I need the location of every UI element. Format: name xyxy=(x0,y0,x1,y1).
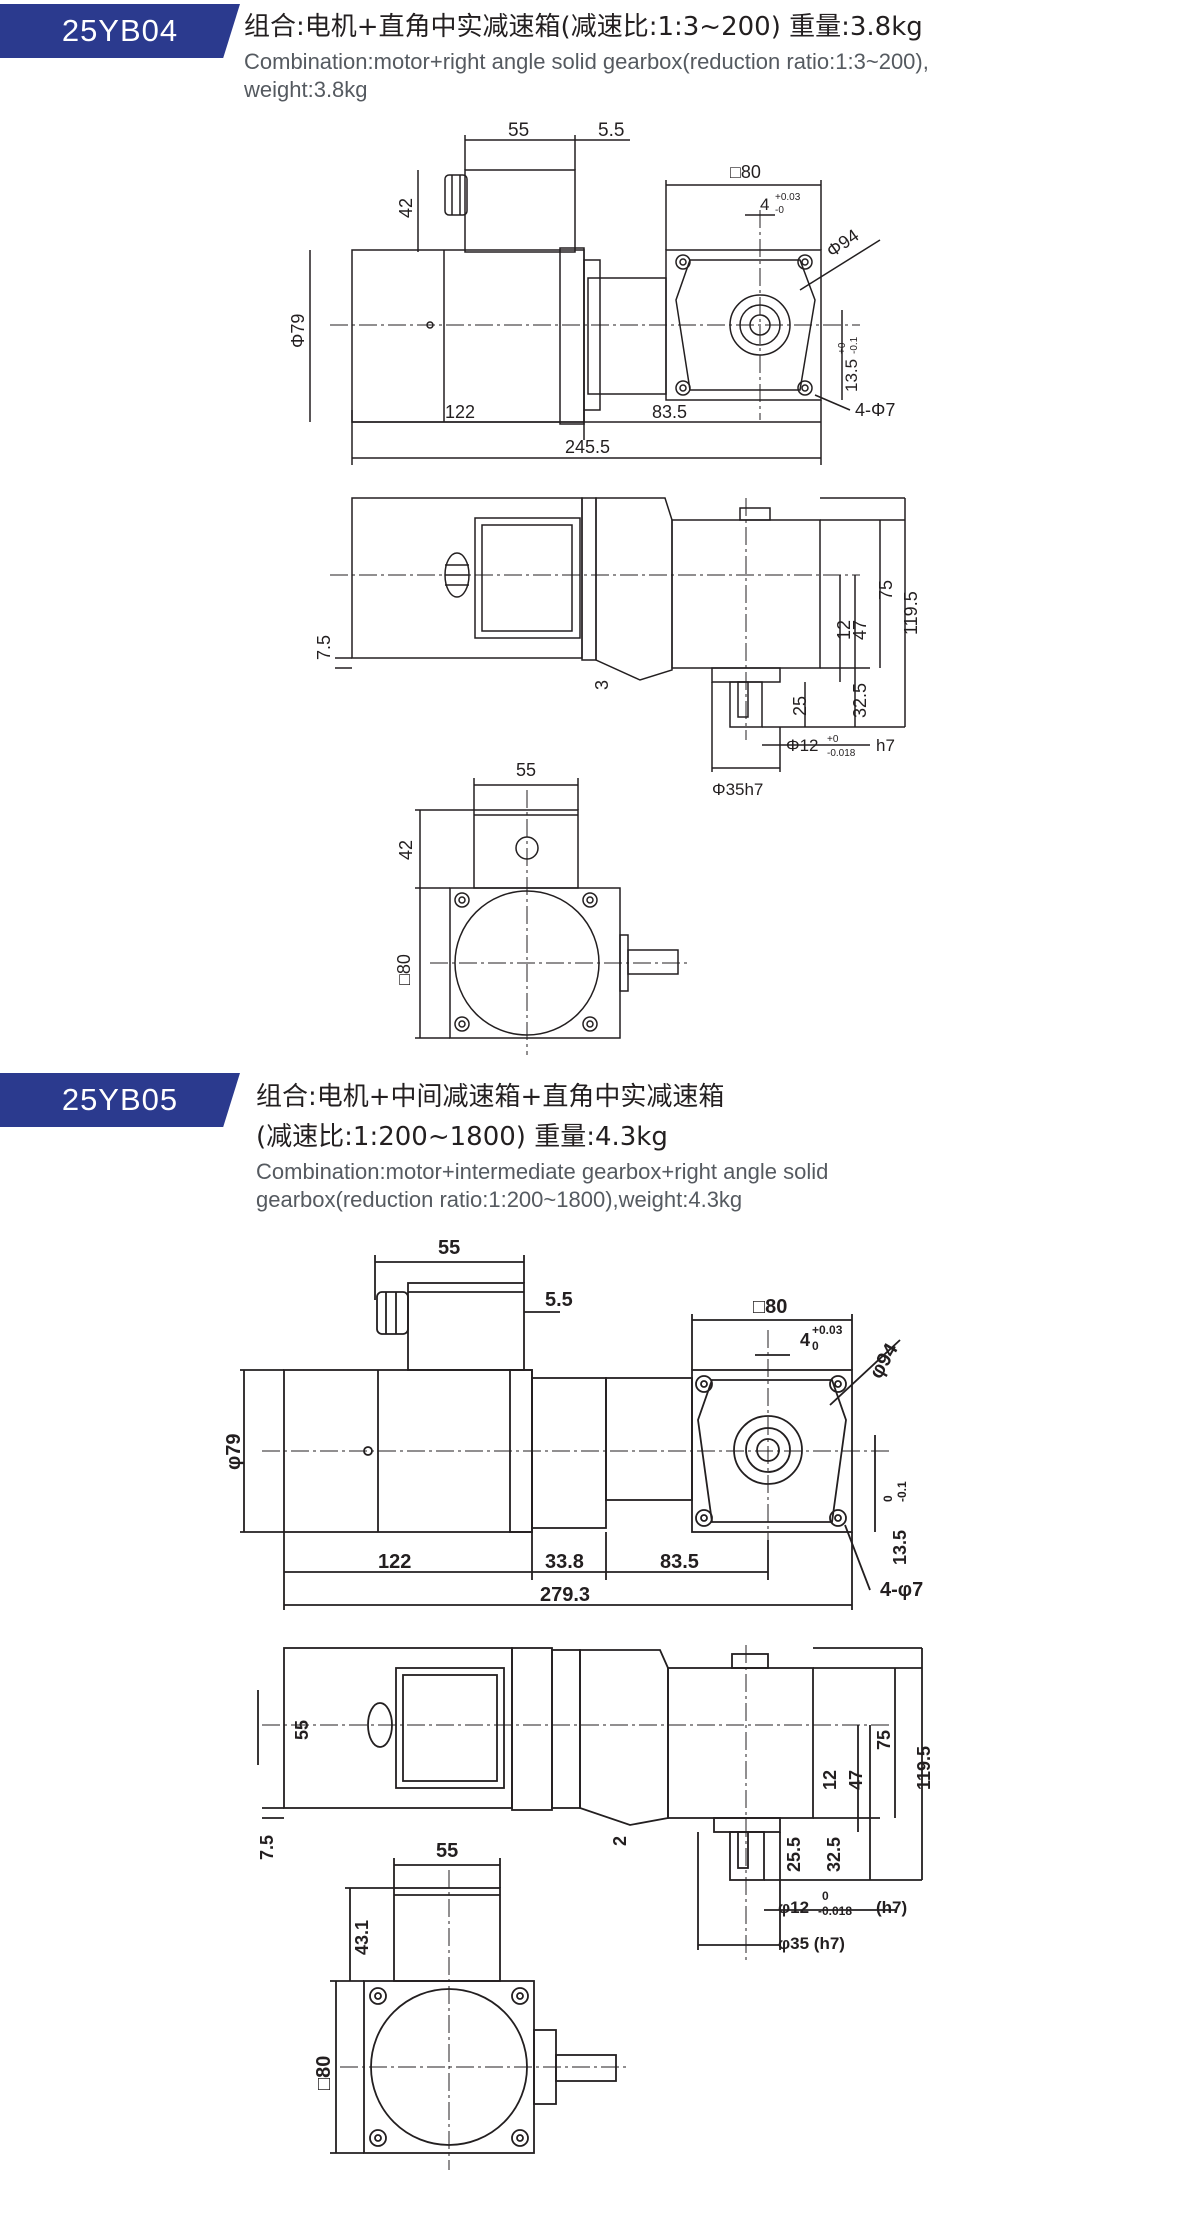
s2-dim-h7: (h7) xyxy=(876,1898,907,1917)
s1-dim-shaft-tol-up: +0 xyxy=(827,734,839,745)
s1-dim-25: 25 xyxy=(790,696,810,716)
s1-dim-119.5: 119.5 xyxy=(901,591,921,635)
s1-dim-key4: 4 xyxy=(760,195,769,214)
s2-dim-d94: φ94 xyxy=(865,1339,903,1382)
s1-dim-13.5: 13.5 xyxy=(842,359,861,392)
s1-dim-holes: 4-Φ7 xyxy=(855,400,895,420)
s1-top-motor xyxy=(351,497,583,659)
s1-dim-47: 47 xyxy=(850,620,870,640)
title-en-25yb04-line1: Combination:motor+right angle solid gear… xyxy=(244,49,929,74)
s2-dim-sq80: □80 xyxy=(753,1296,787,1318)
s2-dim-47: 47 xyxy=(846,1770,866,1790)
s2-dim-122: 122 xyxy=(378,1551,411,1573)
s1-dim-d35: Φ35h7 xyxy=(712,780,763,799)
s2-dim-shaft: φ12 xyxy=(778,1898,809,1917)
s2-top-shaft xyxy=(729,1831,765,1881)
s2-dim-v55: 55 xyxy=(292,1720,312,1740)
s1-dim-h7: h7 xyxy=(876,736,895,755)
title-en-25yb04-line2: weight:3.8kg xyxy=(244,77,368,102)
model-label: 25YB04 xyxy=(61,13,179,48)
s2-top-rightangle xyxy=(667,1667,814,1819)
s2-dim-279.3: 279.3 xyxy=(540,1584,590,1606)
s1-motor-body xyxy=(351,249,585,423)
s2-end-view xyxy=(330,1858,630,2170)
s2-dim-shaft-tol-up: 0 xyxy=(822,1889,829,1903)
s1-dim-245.5: 245.5 xyxy=(565,437,610,457)
title-en-25yb05-line2: gearbox(reduction ratio:1:200~1800),weig… xyxy=(256,1187,743,1212)
s2-dim-key4-tol-dn: 0 xyxy=(812,1339,819,1353)
s1-dim-d79: Φ79 xyxy=(288,314,308,348)
s2-dim-119.5: 119.5 xyxy=(914,1746,934,1790)
s2-dim-5.5: 5.5 xyxy=(545,1289,573,1311)
s2-top-terminal xyxy=(395,1667,505,1789)
s2-dim-d35: φ35 (h7) xyxy=(778,1934,845,1953)
s1-front-view xyxy=(309,135,881,465)
s2-dim-25.5: 25.5 xyxy=(784,1837,804,1872)
s1-dim-3: 3 xyxy=(592,680,612,690)
s1-dim-shaft: Φ12 xyxy=(786,736,818,755)
s1-dim-122: 122 xyxy=(445,402,475,422)
s2-dim-13.5-tol: 0 xyxy=(881,1495,895,1502)
s1-end-terminal xyxy=(473,809,579,889)
title-en-25yb05-line1: Combination:motor+intermediate gearbox+r… xyxy=(256,1159,829,1184)
s1-dim-83.5: 83.5 xyxy=(652,402,687,422)
model-badge-25yb05: 25YB05 xyxy=(0,1073,240,1127)
s2-top-motor xyxy=(283,1647,513,1809)
s1-top-view xyxy=(330,497,906,772)
s1-dim-key4-tol-up: +0.03 xyxy=(775,192,801,203)
s2-dim-shaft-tol-dn: -0.018 xyxy=(818,1904,852,1918)
s2-end-terminal xyxy=(393,1887,501,1982)
s2-dim-32.5: 32.5 xyxy=(824,1837,844,1872)
s2-dim-13.5-tol-dn: -0.1 xyxy=(895,1481,909,1502)
title-cn-25yb04: 组合:电机+直角中实减速箱(减速比:1:3~200) 重量:3.8kg xyxy=(244,12,923,42)
s1-top-terminal xyxy=(474,517,581,639)
s1-terminal-box xyxy=(464,169,576,253)
s2-dim-key4: 4 xyxy=(800,1330,810,1350)
s2-dim-key4-tol-up: +0.03 xyxy=(812,1323,843,1337)
model-badge-25yb04: 25YB04 xyxy=(0,4,240,58)
s1-dim-12: 12 xyxy=(834,620,854,640)
s1-cable-gland xyxy=(444,174,468,216)
s1-dim-42: 42 xyxy=(396,198,416,218)
s1-dim-d94: Φ94 xyxy=(823,225,863,261)
s1-dim-75: 75 xyxy=(876,580,896,600)
s1-dim-key4-tol-dn: -0 xyxy=(775,205,784,216)
s1-end-dim-55: 55 xyxy=(516,760,536,780)
title-cn-25yb05-line2: (减速比:1:200~1800) 重量:4.3kg xyxy=(256,1122,668,1152)
s2-end-dim-sq80: □80 xyxy=(313,2056,335,2090)
s1-dim-55: 55 xyxy=(508,120,529,141)
s2-dim-75: 75 xyxy=(874,1730,894,1750)
s1-dim-13.5-tol-up: +0 xyxy=(837,342,848,354)
s1-dim-shaft-tol-dn: -0.018 xyxy=(827,748,856,759)
s2-end-dim-55: 55 xyxy=(436,1840,458,1862)
s1-dim-32.5: 32.5 xyxy=(850,683,870,718)
s1-end-dim-42: 42 xyxy=(396,840,416,860)
s2-dim-13.5: 13.5 xyxy=(890,1530,910,1565)
s1-dim-13.5-tol-dn: -0.1 xyxy=(849,336,860,354)
s2-dim-7.5: 7.5 xyxy=(257,1835,277,1860)
s2-dim-55: 55 xyxy=(438,1237,460,1259)
model-label: 25YB05 xyxy=(61,1082,179,1117)
s2-dim-83.5: 83.5 xyxy=(660,1551,699,1573)
s2-intermediate-gearbox xyxy=(531,1377,607,1529)
s2-dim-d79: φ79 xyxy=(223,1433,245,1470)
s1-end-dim-sq80: □80 xyxy=(394,954,414,985)
s2-gearbox-mid xyxy=(605,1377,693,1501)
s2-end-dim-43.1: 43.1 xyxy=(352,1920,372,1955)
s2-dim-2: 2 xyxy=(610,1836,630,1846)
s1-dim-sq80: □80 xyxy=(730,162,761,182)
s1-dim-7.5: 7.5 xyxy=(314,635,334,660)
s2-front-view xyxy=(240,1255,901,1610)
s2-top-view xyxy=(257,1645,923,1960)
s2-terminal-box xyxy=(407,1282,525,1371)
s2-dim-holes: 4-φ7 xyxy=(880,1579,923,1601)
title-cn-25yb05-line1: 组合:电机+中间减速箱+直角中实减速箱 xyxy=(256,1082,725,1112)
s2-dim-33.8: 33.8 xyxy=(545,1551,584,1573)
s1-dim-5.5: 5.5 xyxy=(598,120,624,141)
s2-dim-12: 12 xyxy=(820,1770,840,1790)
s1-end-view xyxy=(415,778,690,1055)
